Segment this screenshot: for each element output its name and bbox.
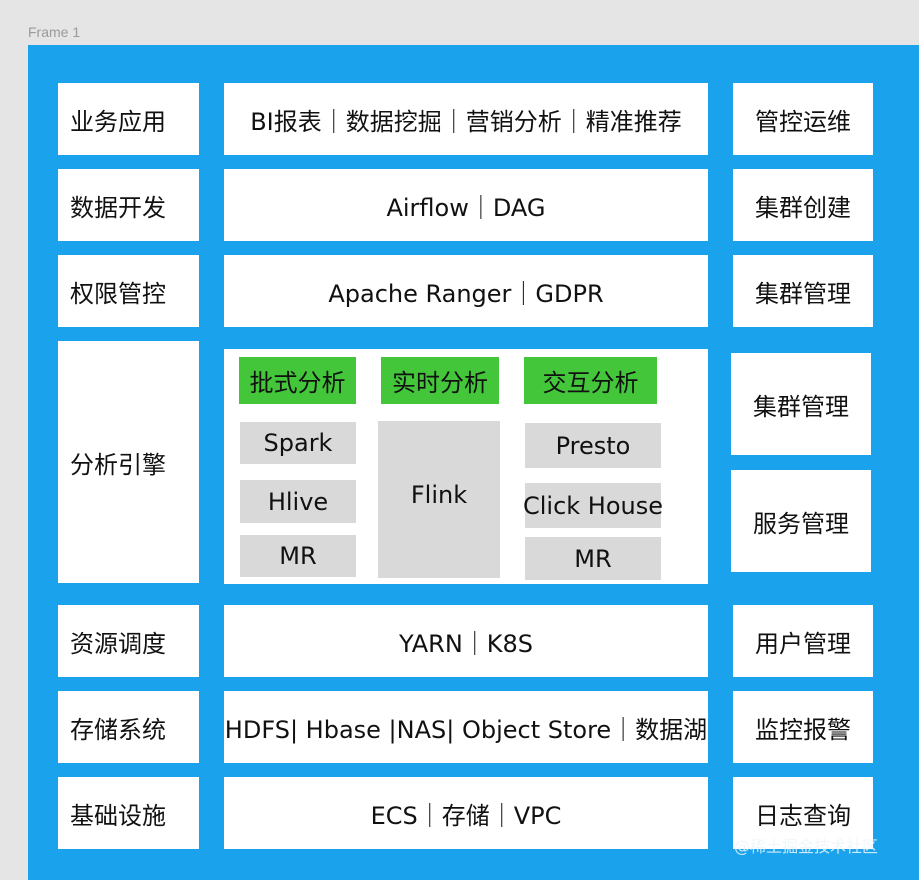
ops-service-manage: 服务管理 — [731, 470, 871, 572]
watermark: @稀土掘金技术社区 — [734, 837, 879, 856]
frame-label: Frame 1 — [28, 24, 81, 40]
engine-mr-batch: MR — [240, 535, 356, 577]
engine-mr-interactive: MR — [525, 537, 661, 580]
ops-user-manage: 用户管理 — [733, 605, 873, 677]
engine-flink: Flink — [378, 421, 500, 578]
ops-cluster-manage-2: 集群管理 — [731, 353, 871, 455]
category-interactive: 交互分析 — [524, 357, 657, 404]
storage-row: HDFS| Hbase |NAS| Object Store｜数据湖 — [224, 691, 708, 763]
layer-label-storage: 存储系统 — [58, 691, 199, 763]
engine-presto: Presto — [525, 423, 661, 468]
engine-hlive: Hlive — [240, 480, 356, 523]
ops-cluster-manage: 集群管理 — [733, 255, 873, 327]
ops-log-query: 日志查询 — [733, 777, 873, 849]
architecture-frame: 业务应用 数据开发 权限管控 分析引擎 资源调度 存储系统 基础设施 BI报表｜… — [28, 45, 919, 880]
engine-panel: 批式分析 实时分析 交互分析 Spark Hlive MR Flink Pres… — [224, 349, 708, 584]
dev-row: Airflow｜DAG — [224, 169, 708, 241]
sched-row: YARN｜K8S — [224, 605, 708, 677]
auth-row: Apache Ranger｜GDPR — [224, 255, 708, 327]
engine-clickhouse: Click House — [523, 483, 663, 528]
engine-spark: Spark — [240, 422, 356, 464]
layer-label-infra: 基础设施 — [58, 777, 199, 849]
layer-label-sched: 资源调度 — [58, 605, 199, 677]
category-realtime: 实时分析 — [381, 357, 499, 404]
ops-monitor-alert: 监控报警 — [733, 691, 873, 763]
infra-row: ECS｜存储｜VPC — [224, 777, 708, 849]
layer-label-auth: 权限管控 — [58, 255, 199, 327]
layer-label-app: 业务应用 — [58, 83, 199, 155]
category-batch: 批式分析 — [239, 357, 356, 404]
app-row: BI报表｜数据挖掘｜营销分析｜精准推荐 — [224, 83, 708, 155]
ops-control: 管控运维 — [733, 83, 873, 155]
ops-cluster-create: 集群创建 — [733, 169, 873, 241]
layer-label-dev: 数据开发 — [58, 169, 199, 241]
layer-label-engine: 分析引擎 — [58, 341, 199, 583]
